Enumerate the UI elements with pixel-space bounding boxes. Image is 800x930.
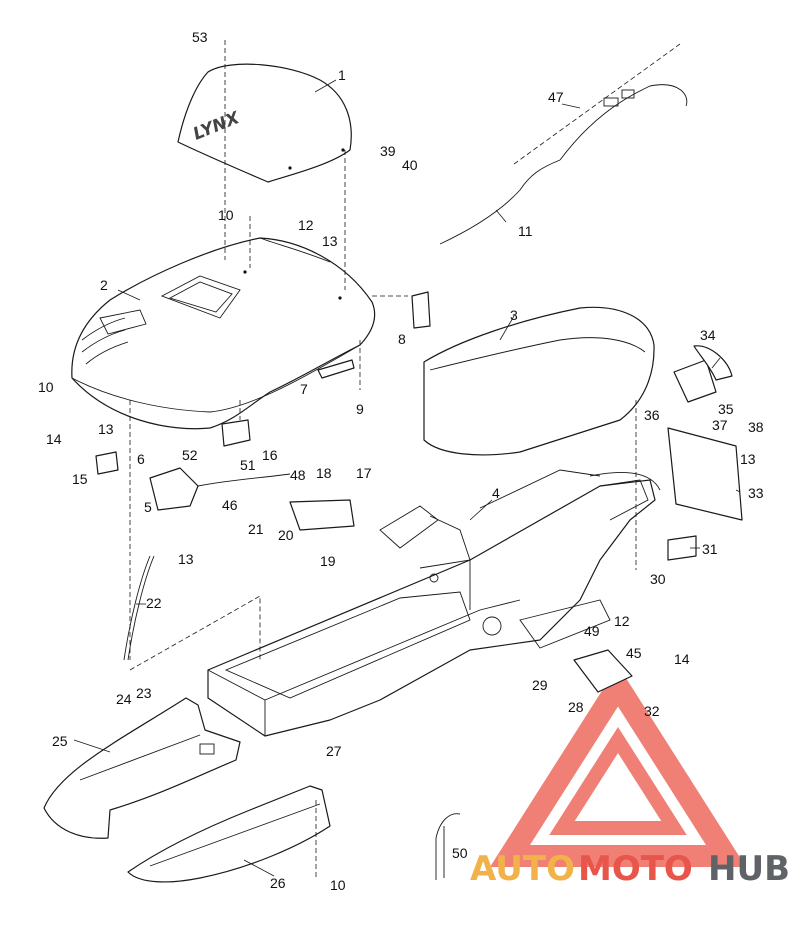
callout-9: 9 <box>356 401 364 417</box>
watermark-hub: HUB <box>708 849 790 889</box>
callout-34: 34 <box>700 327 716 343</box>
callout-26: 26 <box>270 875 286 891</box>
callout-16: 16 <box>262 447 278 463</box>
callout-12-top: 12 <box>298 217 314 233</box>
alignment-lines <box>129 40 681 880</box>
callout-45: 45 <box>626 645 642 661</box>
callout-6: 6 <box>137 451 145 467</box>
callout-4: 4 <box>492 485 500 501</box>
callout-2: 2 <box>100 277 108 293</box>
callout-30: 30 <box>650 571 666 587</box>
callout-25: 25 <box>52 733 68 749</box>
callout-51: 51 <box>240 457 256 473</box>
callout-39: 39 <box>380 143 396 159</box>
callout-40: 40 <box>402 157 418 173</box>
callout-17: 17 <box>356 465 372 481</box>
callout-7: 7 <box>300 381 308 397</box>
callout-22: 22 <box>146 595 162 611</box>
callout-13-left: 13 <box>98 421 114 437</box>
leader-lines <box>73 79 741 877</box>
callout-37: 37 <box>712 417 728 433</box>
watermark-logo <box>489 665 747 867</box>
callout-14-right: 14 <box>674 651 690 667</box>
callout-48: 48 <box>290 467 306 483</box>
callout-31: 31 <box>702 541 718 557</box>
callout-29: 29 <box>532 677 548 693</box>
watermark-text: AUTO MOTO HUB <box>470 849 790 889</box>
callout-10-top: 10 <box>218 207 234 223</box>
callout-1: 1 <box>338 67 346 83</box>
callout-49: 49 <box>584 623 600 639</box>
footrest-bracket-left <box>289 499 355 531</box>
callout-23: 23 <box>136 685 152 701</box>
callout-13-flap: 13 <box>740 451 756 467</box>
belly-pan-right <box>127 785 331 883</box>
callout-12-right: 12 <box>614 613 630 629</box>
callout-8: 8 <box>398 331 406 347</box>
callout-10-left: 10 <box>38 379 54 395</box>
callout-14-left: 14 <box>46 431 62 447</box>
callout-50: 50 <box>452 845 468 861</box>
callout-53: 53 <box>192 29 208 45</box>
belly-pan-left <box>43 697 241 839</box>
callout-36: 36 <box>644 407 660 423</box>
hinge-plate <box>95 419 251 475</box>
footrest-bracket-right <box>573 649 633 693</box>
callout-5: 5 <box>144 499 152 515</box>
headlight <box>149 467 291 511</box>
snow-flap <box>667 427 743 521</box>
callout-33: 33 <box>748 485 764 501</box>
callout-52: 52 <box>182 447 198 463</box>
callout-46: 46 <box>222 497 238 513</box>
callout-18: 18 <box>316 465 332 481</box>
chassis-frame <box>207 469 661 737</box>
hood <box>71 237 376 430</box>
hood-cable <box>123 555 155 661</box>
callout-35: 35 <box>718 401 734 417</box>
hood-latch <box>411 291 431 329</box>
vent-cover <box>317 359 355 379</box>
callout-19: 19 <box>320 553 336 569</box>
callout-numbers: 1 2 3 4 5 6 7 8 9 10 10 10 11 12 12 13 1… <box>38 29 764 893</box>
seat <box>423 306 655 456</box>
callout-20: 20 <box>278 527 294 543</box>
callout-15: 15 <box>72 471 88 487</box>
callout-10-bottom: 10 <box>330 877 346 893</box>
callout-3: 3 <box>510 307 518 323</box>
harness <box>435 84 688 880</box>
windshield: LYNX <box>177 63 352 183</box>
reflector <box>667 535 697 561</box>
callout-28: 28 <box>568 699 584 715</box>
watermark-auto: AUTO <box>470 849 575 889</box>
callout-47: 47 <box>548 89 564 105</box>
callout-32: 32 <box>644 703 660 719</box>
callout-27: 27 <box>326 743 342 759</box>
callout-13-cable: 13 <box>178 551 194 567</box>
callout-13-top: 13 <box>322 233 338 249</box>
watermark-moto: MOTO <box>578 849 693 889</box>
callout-21: 21 <box>248 521 264 537</box>
callout-11: 11 <box>518 223 533 239</box>
taillight-bracket <box>673 345 733 403</box>
callout-24: 24 <box>116 691 132 707</box>
callout-38: 38 <box>748 419 764 435</box>
